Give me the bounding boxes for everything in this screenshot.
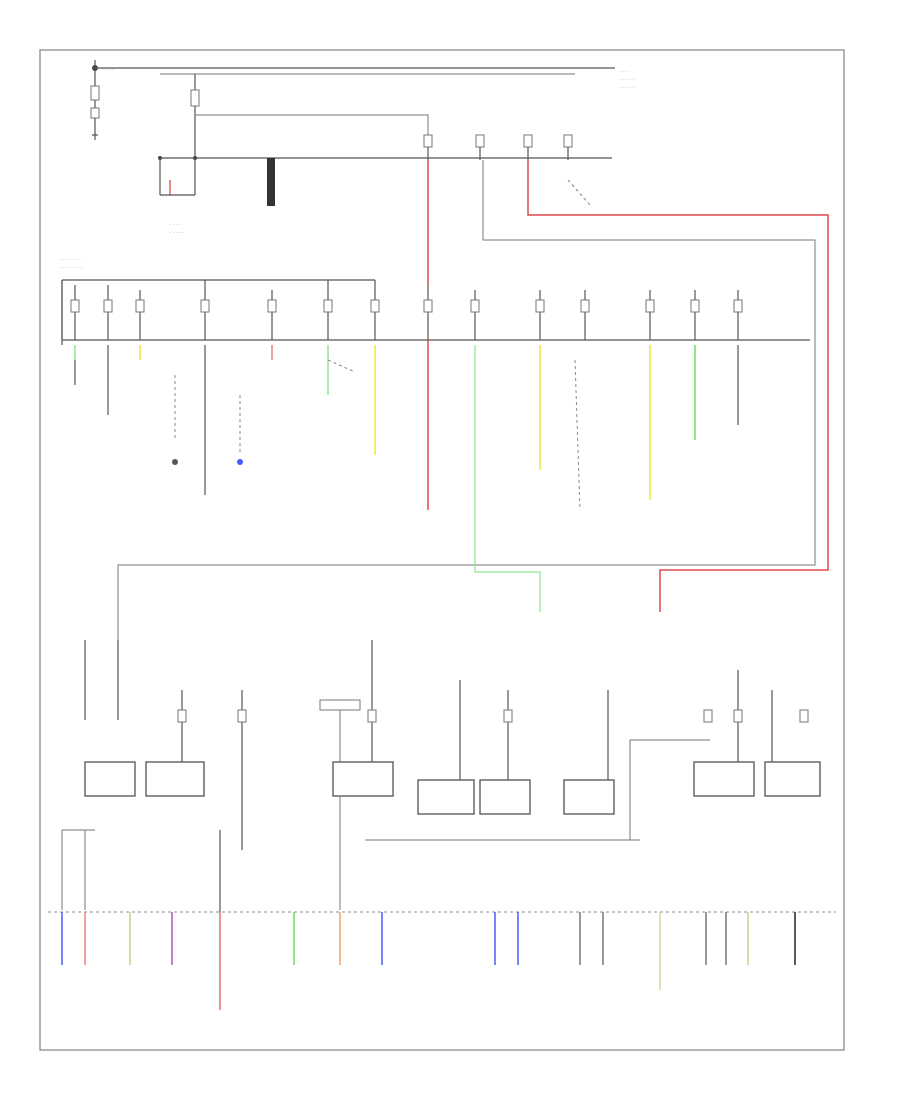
relay-8 [764, 761, 821, 797]
middle-branches [74, 340, 739, 612]
svg-text:. . . . .: . . . . . [620, 76, 635, 82]
diagram-frame [39, 49, 845, 1051]
svg-text:. . . .: . . . . [102, 66, 114, 72]
battery-section: . . . . . . . . . . . . . . . . . [90, 60, 635, 140]
fuse-box: . . . . . . . . . . . . . . . [60, 256, 810, 345]
relay-7 [693, 761, 755, 797]
bottom-connectors [61, 912, 796, 1010]
fuse-box-fuses [70, 280, 743, 340]
main-fuse-block: . . . . . . . . . [158, 74, 612, 235]
relay-2 [145, 761, 205, 797]
relay-3 [332, 761, 394, 797]
svg-text:. . . . .: . . . . . [620, 84, 635, 90]
lower-relay-section [48, 640, 836, 1010]
svg-text:. . . . . . . .: . . . . . . . . [60, 264, 84, 270]
relay-4 [417, 779, 475, 815]
top-fuse-row [117, 134, 829, 720]
svg-text:. . . . . . .: . . . . . . . [60, 256, 81, 262]
relay-6 [563, 779, 615, 815]
svg-text:. . . .: . . . . [170, 221, 182, 227]
svg-text:. . . . .: . . . . . [170, 229, 185, 235]
relay-5 [479, 779, 531, 815]
relay-1 [84, 761, 136, 797]
svg-text:. . .: . . . [620, 68, 628, 74]
